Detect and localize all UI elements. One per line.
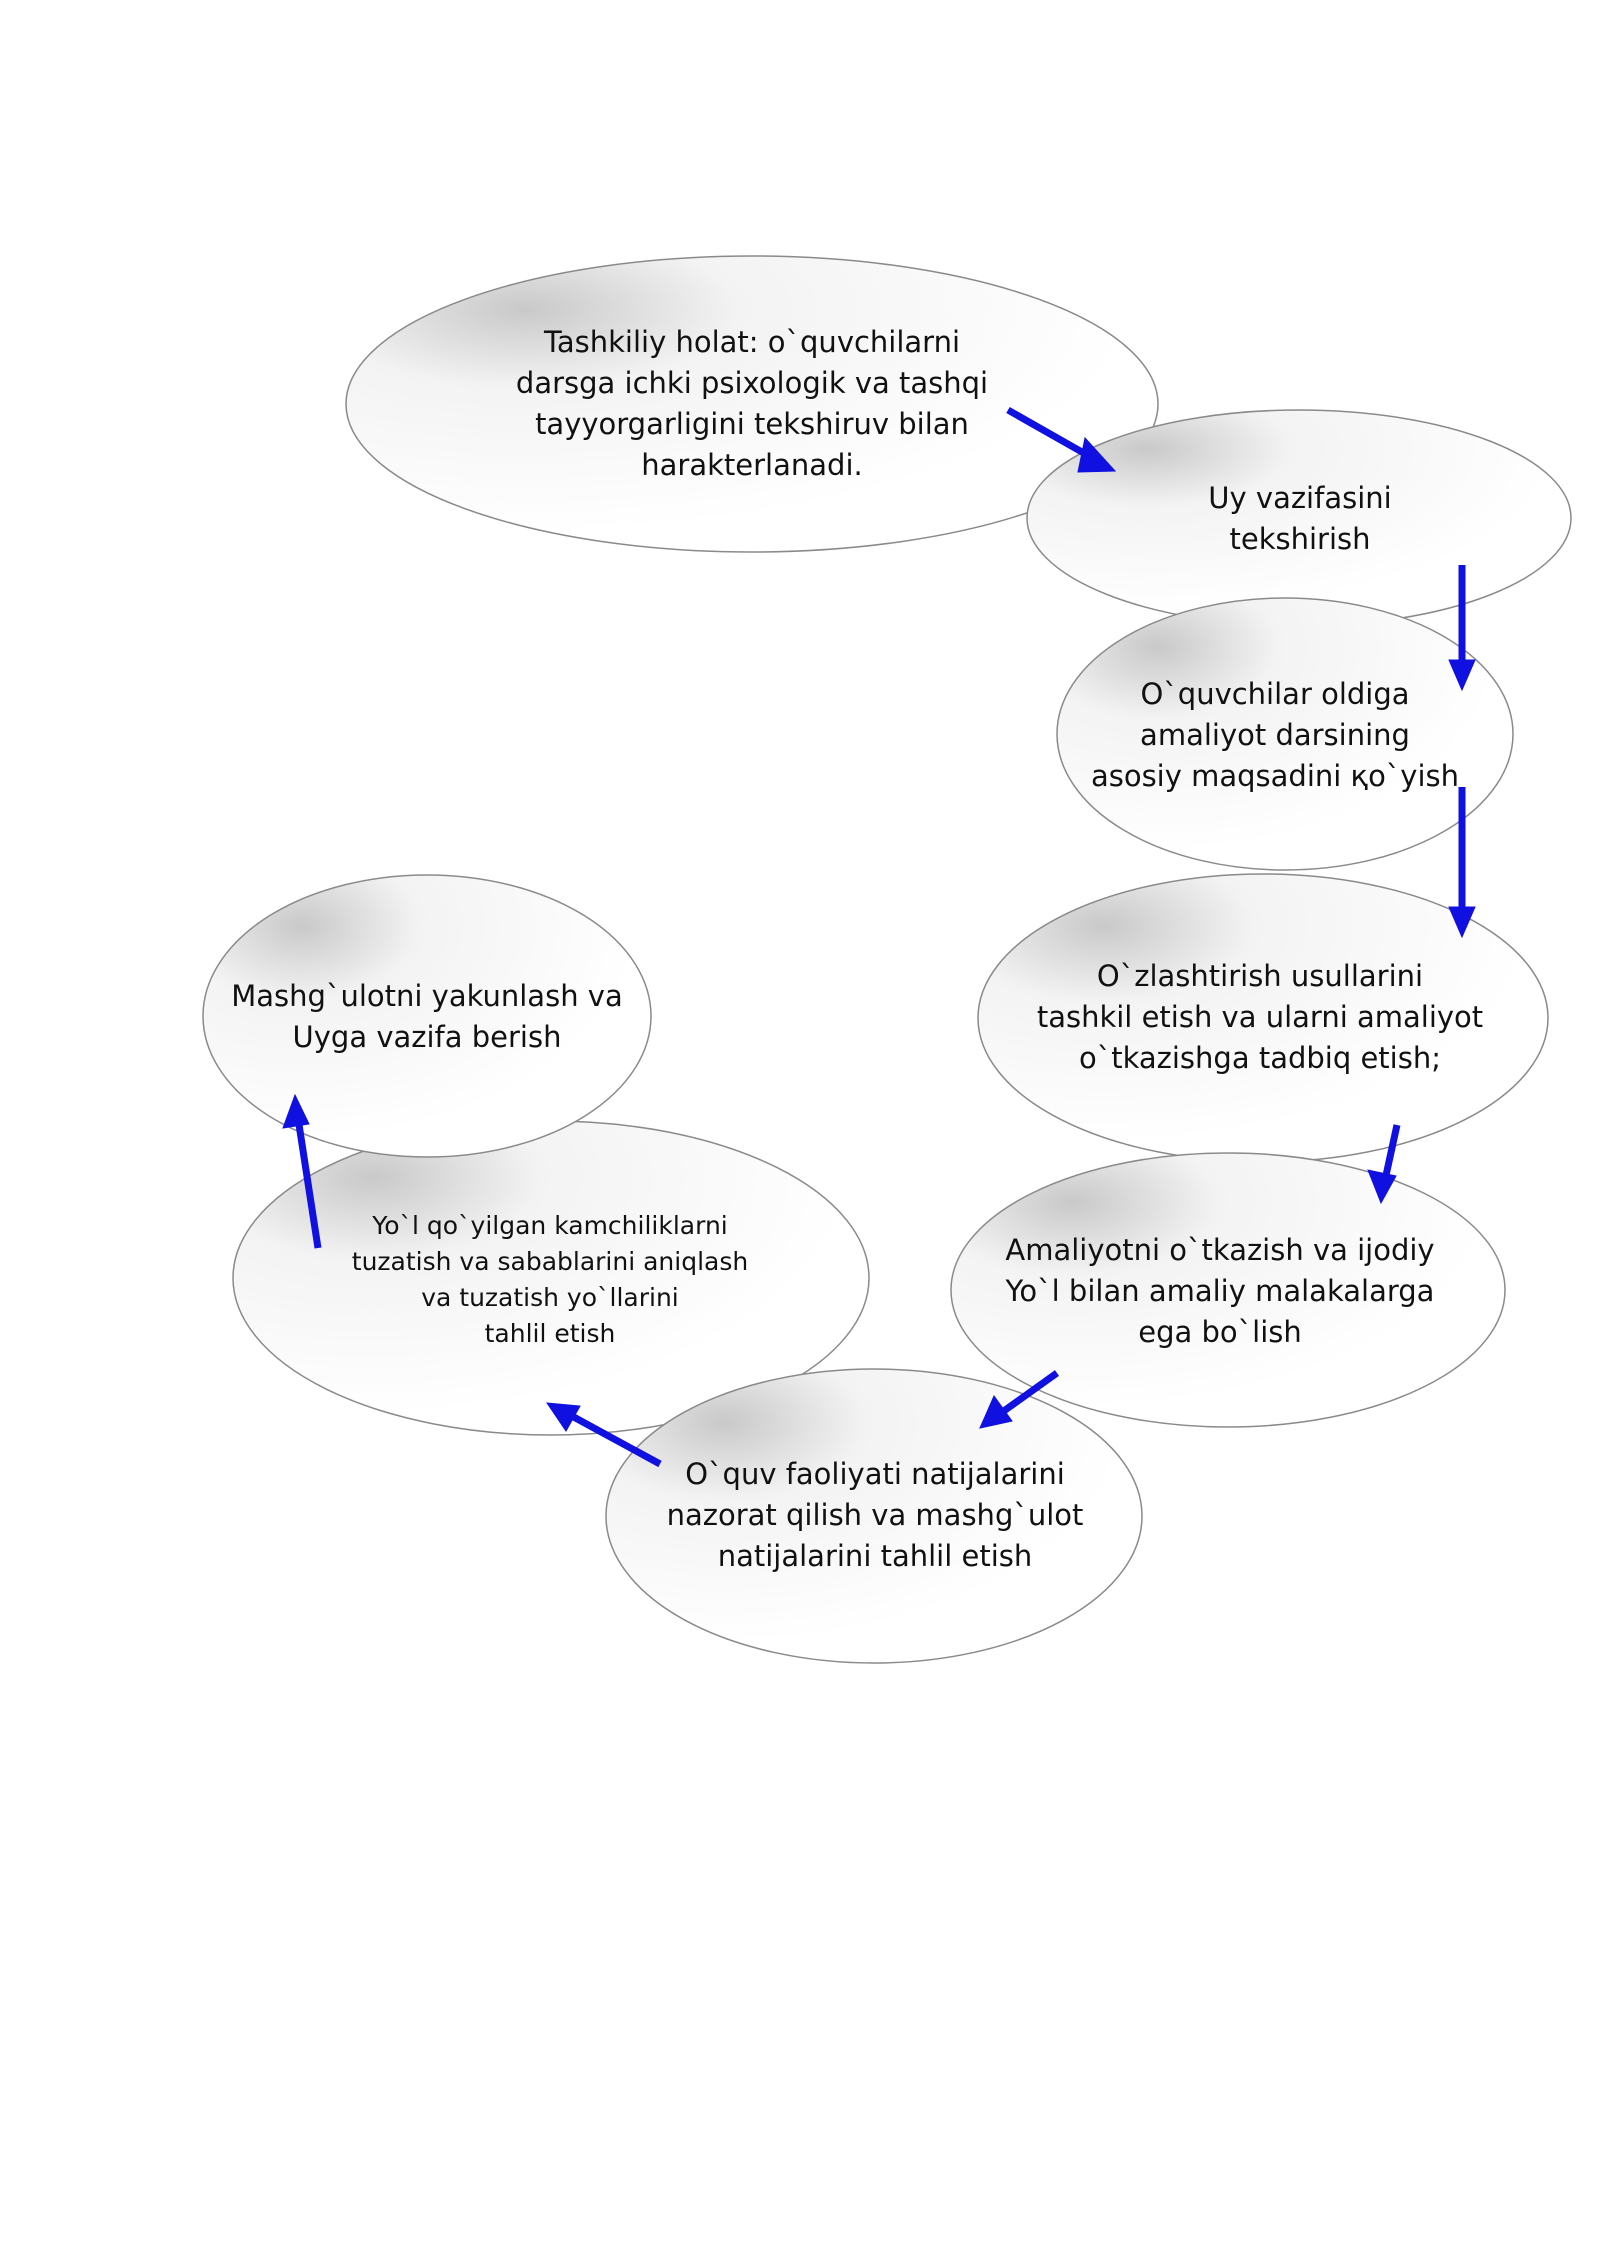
arrow-maqsad-to-ozlashtirish bbox=[1448, 787, 1476, 939]
arrow-amaliyot-to-nazorat bbox=[979, 1370, 1060, 1429]
node-maqsad: O`quvchilar oldiga amaliyot darsining as… bbox=[1090, 677, 1460, 793]
ellipse-nazorat bbox=[605, 1368, 1143, 1664]
arrow-uy-to-maqsad bbox=[1448, 565, 1476, 692]
node-tashkiliy-holat: Tashkiliy holat: o`quvchilarni darsga ic… bbox=[515, 325, 989, 482]
node-ozlashtirish: O`zlashtirish usullarini tashkil etish v… bbox=[1036, 959, 1484, 1075]
node-nazorat: O`quv faoliyati natijalarini nazorat qil… bbox=[666, 1457, 1084, 1573]
arrow-kamchilik-to-yakunlash bbox=[282, 1093, 322, 1249]
ellipse-amaliyot bbox=[950, 1152, 1506, 1428]
arrow-nazorat-to-kamchilik bbox=[545, 1402, 662, 1468]
node-amaliyot: Amaliyotni o`tkazish va ijodiy Yo`l bila… bbox=[1005, 1233, 1435, 1349]
arrow-ozlashtirish-to-amaliyot bbox=[1367, 1124, 1401, 1205]
ellipse-tashkiliy-holat bbox=[345, 255, 1159, 553]
node-kamchilik: Yo`l qo`yilgan kamchiliklarni tuzatish v… bbox=[351, 1211, 749, 1348]
arrow-tashkiliy-to-uy bbox=[1006, 406, 1117, 473]
ellipse-maqsad bbox=[1056, 597, 1514, 871]
node-yakunlash: Mashg`ulotni yakunlash va Uyga vazifa be… bbox=[231, 979, 623, 1054]
ellipse-yakunlash bbox=[202, 874, 652, 1158]
node-uy-vazifasi: Uy vazifasini tekshirish bbox=[1208, 481, 1392, 556]
flow-arrows bbox=[282, 406, 1476, 1468]
